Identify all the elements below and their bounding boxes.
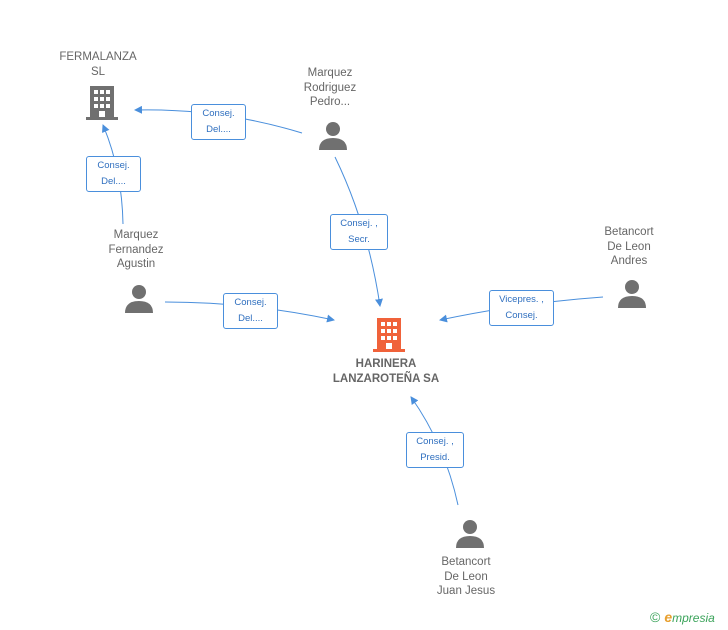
main-company-building-icon[interactable] (372, 317, 406, 353)
edge-label-line: Consej. (97, 160, 130, 171)
node-label-line: FERMALANZA (59, 51, 137, 63)
edge-label-line: Consej. , (340, 218, 378, 229)
node-label-betancort-juan: Betancort De Leon Juan Jesus (416, 555, 516, 599)
edge-label-pedro-harinera[interactable]: Consej. , Secr. (330, 214, 388, 250)
node-label-line: Marquez (113, 229, 159, 241)
edge-label-line: Presid. (420, 452, 450, 463)
edge-label-line: Consej. (505, 310, 538, 321)
edge-label-agustin-fermalanza[interactable]: Consej. Del.... (86, 156, 141, 192)
node-label-line: Betancort (604, 226, 654, 238)
node-label-marquez-rodriguez: Marquez Rodriguez Pedro... (280, 66, 380, 110)
node-label-line: Fernandez (108, 243, 164, 256)
node-label-line: De Leon (607, 240, 651, 253)
person-icon[interactable] (124, 284, 154, 314)
empresia-logo: ©empresia (650, 609, 715, 625)
node-label-line: SL (90, 65, 106, 78)
person-icon[interactable] (318, 121, 348, 151)
edge-label-line: Del.... (101, 176, 126, 187)
node-label-line: Pedro... (309, 96, 351, 108)
node-label-betancort-andres: Betancort De Leon Andres (579, 225, 679, 269)
node-label-line: Andres (610, 255, 648, 267)
node-label-line: Rodriguez (303, 81, 357, 94)
node-label-line: LANZAROTEÑA SA (332, 372, 440, 385)
copyright-symbol: © (650, 609, 661, 625)
edge-label-line: Consej. (234, 297, 267, 308)
building-icon[interactable] (85, 85, 119, 121)
edge-label-line: Vicepres. , (499, 294, 544, 305)
brand-logo-e: e (664, 609, 673, 625)
brand-logo-text: mpresia (672, 611, 715, 625)
node-label-line: HARINERA (355, 358, 417, 370)
person-icon[interactable] (617, 279, 647, 309)
edge-label-line: Del.... (238, 313, 263, 324)
node-label-line: Marquez (307, 67, 353, 79)
edge-label-line: Secr. (348, 234, 370, 245)
edge-label-andres-harinera[interactable]: Vicepres. , Consej. (489, 290, 554, 326)
edge-label-line: Consej. , (416, 436, 454, 447)
node-label-line: De Leon (444, 570, 488, 583)
node-label-fermalanza: FERMALANZA SL (48, 50, 148, 79)
node-label-harinera: HARINERA LANZAROTEÑA SA (316, 357, 456, 386)
node-label-line: Juan Jesus (436, 585, 496, 597)
edge-label-agustin-harinera[interactable]: Consej. Del.... (223, 293, 278, 329)
edge-label-line: Del.... (206, 124, 231, 135)
node-label-line: Betancort (441, 556, 491, 568)
node-label-line: Agustin (116, 258, 156, 270)
edge-label-juan-harinera[interactable]: Consej. , Presid. (406, 432, 464, 468)
edge-label-pedro-fermalanza[interactable]: Consej. Del.... (191, 104, 246, 140)
edge-label-line: Consej. (202, 108, 235, 119)
person-icon[interactable] (455, 519, 485, 549)
node-label-marquez-fernandez: Marquez Fernandez Agustin (86, 228, 186, 272)
